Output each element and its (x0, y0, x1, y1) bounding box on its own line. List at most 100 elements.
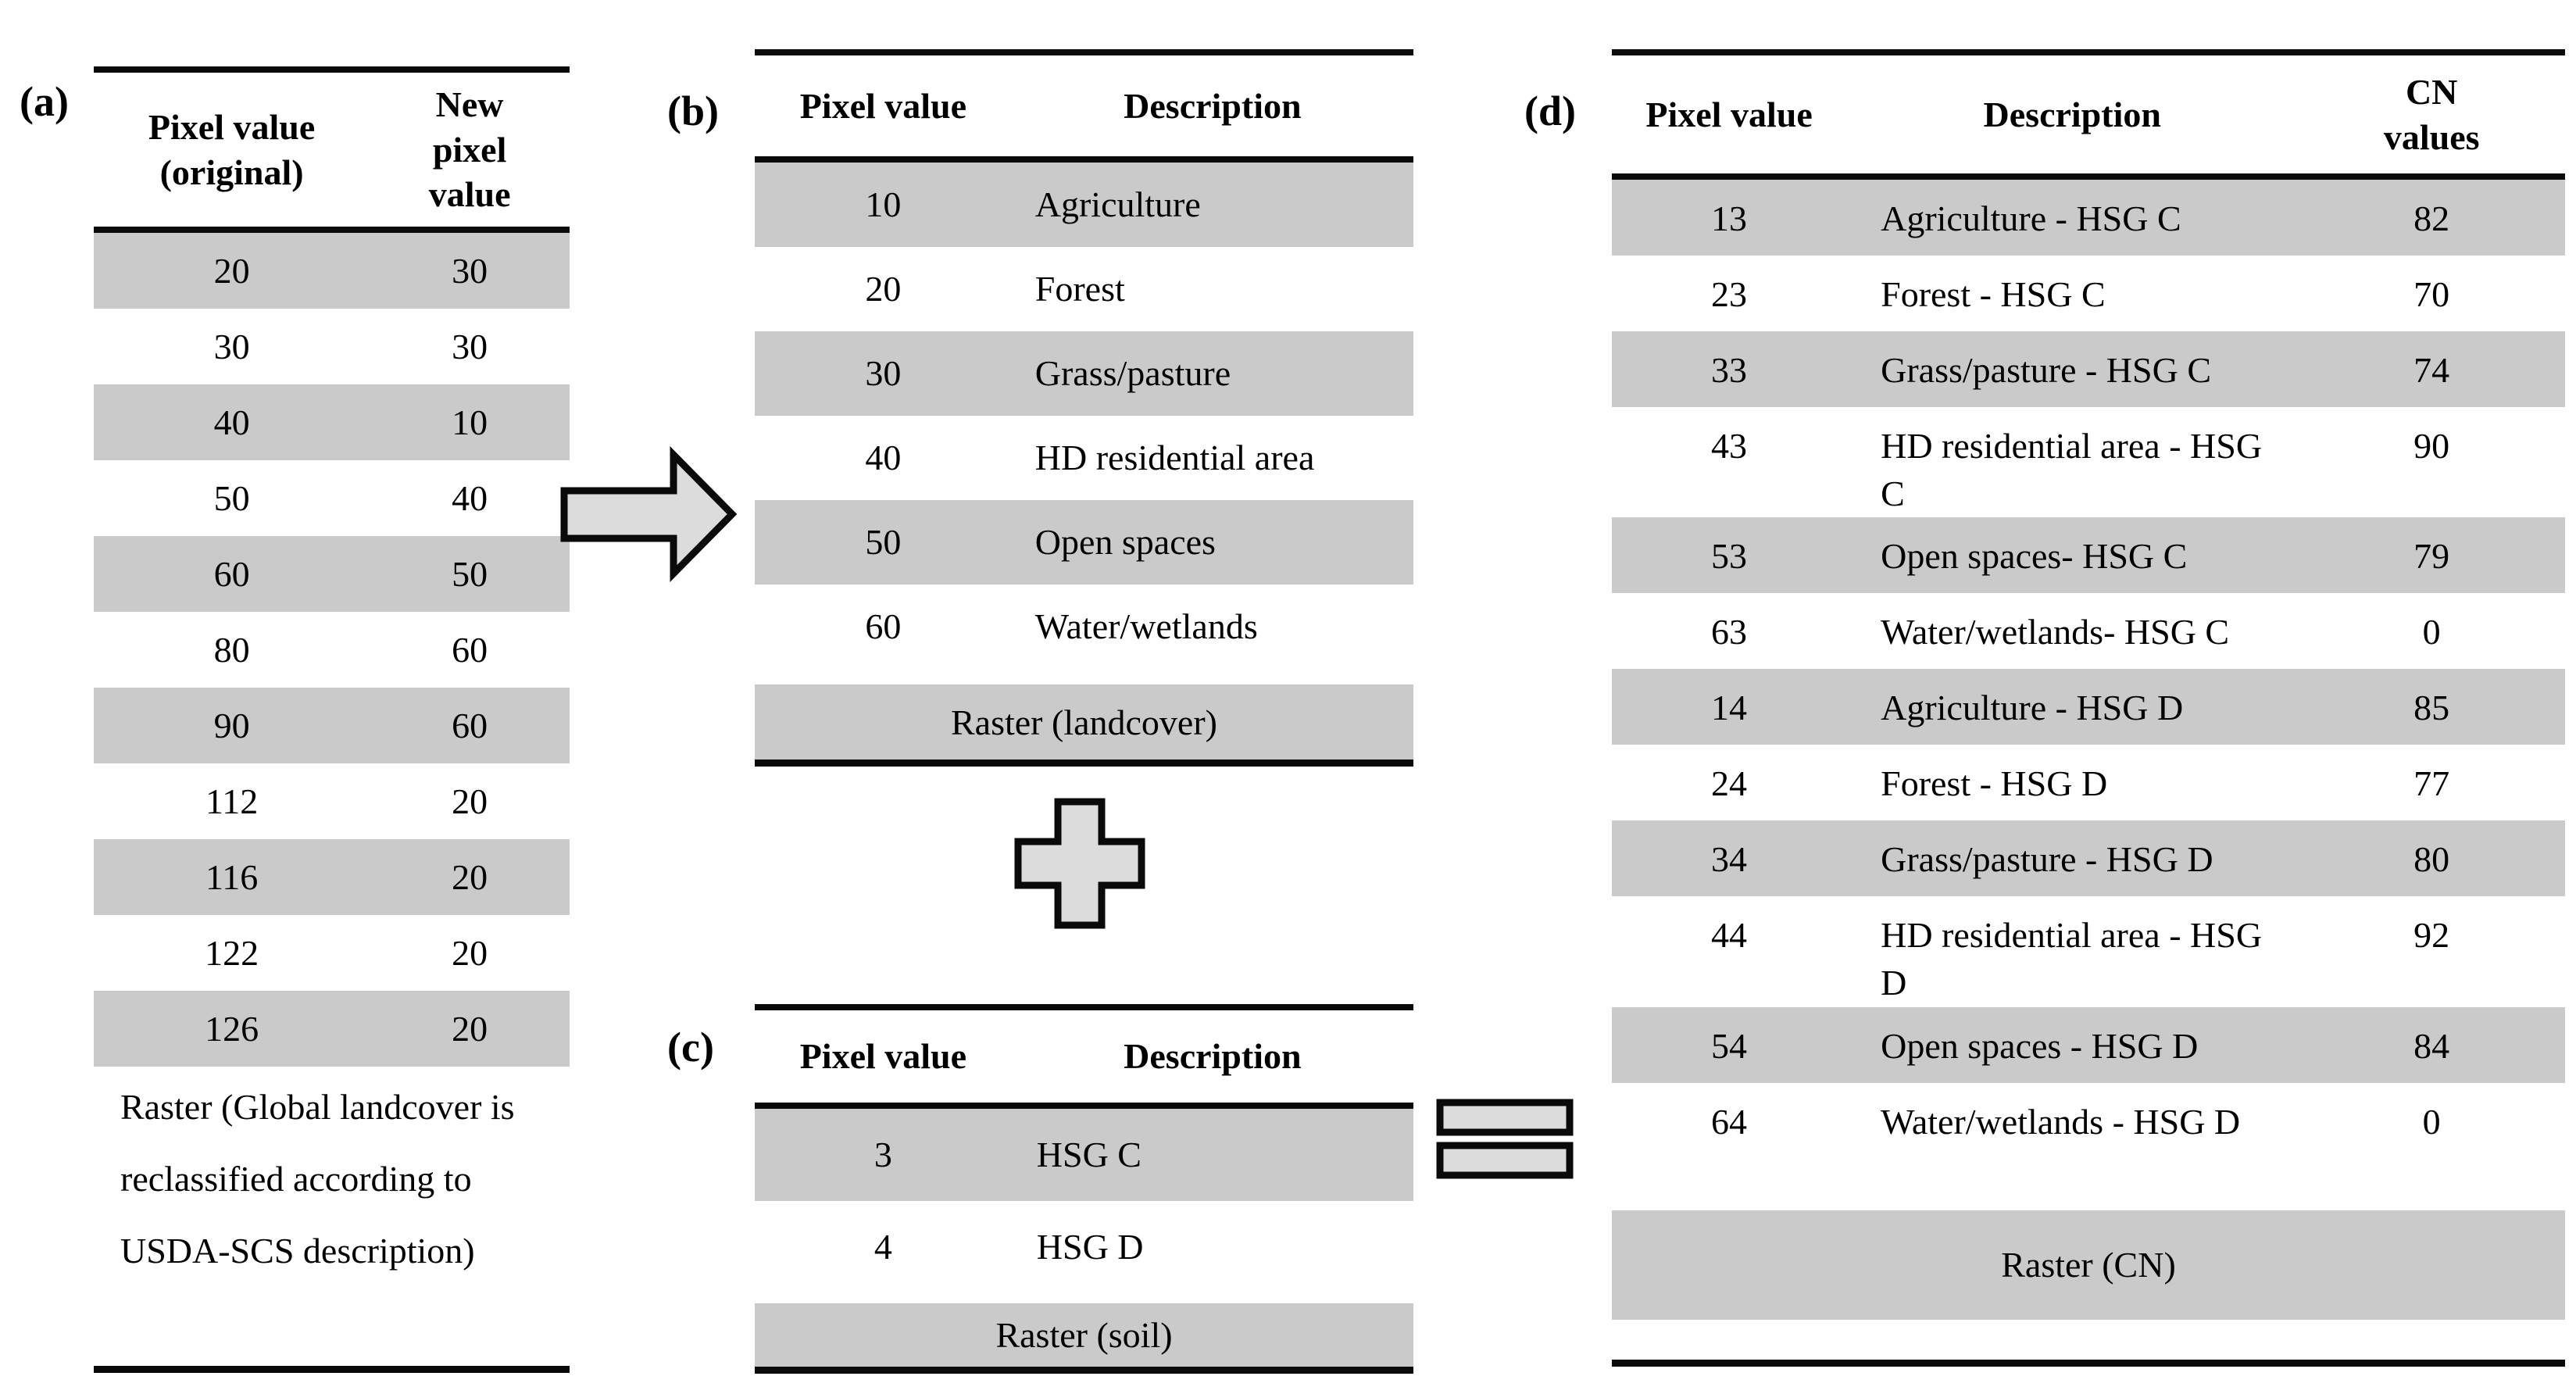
table-cell: 20 (452, 1008, 488, 1049)
column-header-pixel-value: Pixel value (1645, 94, 1813, 134)
table-cell: 79 (2413, 536, 2450, 577)
equals-icon (1436, 1099, 1574, 1184)
column-header-cn-values: CN values (2383, 72, 2480, 157)
table-cell: 30 (452, 326, 488, 366)
panel-d-label: (d) (1524, 88, 1576, 134)
table-cell: HD residential area - HSG D (1881, 915, 2263, 1003)
table-cell: 20 (865, 269, 902, 309)
table-cell: Forest - HSG D (1881, 763, 2108, 804)
table-cell: 44 (1711, 915, 1748, 956)
table-a-frame: Pixel value (original) New pixel value 2… (94, 66, 570, 1373)
table-cell: 53 (1711, 536, 1748, 577)
table-cell: 0 (2422, 612, 2441, 652)
table-cell: 34 (1711, 839, 1748, 880)
table-cell: Grass/pasture (1034, 353, 1231, 394)
table-row: 44 HD residential area - HSG D 92 (1612, 896, 2565, 1006)
table-row: 53 Open spaces- HSG C 79 (1612, 517, 2565, 594)
arrow-right-icon (558, 445, 739, 588)
column-header-pixel-value-original: Pixel value (original) (148, 107, 316, 192)
table-cell: Grass/pasture - HSG D (1881, 839, 2213, 880)
table-cell: 84 (2413, 1025, 2450, 1066)
table-cell: 40 (213, 402, 250, 442)
table-row: 54 Open spaces - HSG D 84 (1612, 1006, 2565, 1083)
table-cell: HD residential area - HSG C (1881, 426, 2263, 513)
table-cell: 10 (865, 184, 902, 225)
table-a-header: Pixel value (original) New pixel value (94, 73, 570, 233)
table-row: 30 30 (94, 309, 570, 384)
table-cell: 20 (213, 250, 250, 291)
table-cell: 82 (2413, 198, 2450, 238)
table-c-footer: Raster (soil) (755, 1303, 1413, 1367)
table-cell: 112 (205, 781, 259, 821)
table-cell: HD residential area (1034, 438, 1315, 478)
table-cell: 60 (452, 629, 488, 670)
column-header-new-pixel-value: New pixel value (428, 84, 511, 215)
table-cell: Agriculture - HSG D (1881, 688, 2184, 728)
table-row: 60 50 (94, 536, 570, 612)
table-cell: Water/wetlands (1034, 606, 1258, 647)
table-cell: 40 (865, 438, 902, 478)
table-cell: 20 (452, 856, 488, 897)
table-row: 112 20 (94, 763, 570, 839)
table-cell: 54 (1711, 1025, 1748, 1066)
table-row: 63 Water/wetlands- HSG C 0 (1612, 593, 2565, 669)
table-row: 40 10 (94, 384, 570, 460)
table-a: (a) Pixel value (original) New pixel val… (20, 66, 570, 1373)
table-cell: 30 (213, 326, 250, 366)
table-cell: 20 (452, 781, 488, 821)
table-cell: 23 (1711, 274, 1748, 314)
table-row: 40 HD residential area (755, 416, 1413, 500)
table-c-header: Pixel value Description (755, 1010, 1413, 1109)
table-cell: 63 (1711, 612, 1748, 652)
table-cell: 10 (452, 402, 488, 442)
table-cell: Water/wetlands- HSG C (1881, 612, 2230, 652)
table-b-gap (755, 669, 1413, 684)
table-cell: 50 (213, 477, 250, 518)
table-cell: Open spaces- HSG C (1881, 536, 2188, 577)
table-cell: 64 (1711, 1101, 1748, 1142)
panel-c-label: (c) (667, 1024, 714, 1071)
table-cell: 116 (205, 856, 259, 897)
table-row: 80 60 (94, 612, 570, 688)
table-b-rows: 10 Agriculture 20 Forest 30 Grass/pasture 40 HD… (755, 163, 1413, 669)
table-cell: 60 (213, 553, 250, 594)
table-row: 116 20 (94, 839, 570, 915)
table-cell: 3 (874, 1135, 892, 1175)
table-cell: 92 (2413, 915, 2450, 956)
table-row: 34 Grass/pasture - HSG D 80 (1612, 820, 2565, 897)
table-d-header: Pixel value Description CN values (1612, 55, 2565, 180)
table-cell: Open spaces - HSG D (1881, 1025, 2199, 1066)
column-header-pixel-value: Pixel value (799, 85, 967, 126)
table-cell: 80 (2413, 839, 2450, 880)
table-cell: 30 (865, 353, 902, 394)
table-cell: 0 (2422, 1101, 2441, 1142)
table-cell: 77 (2413, 763, 2450, 804)
column-header-description: Description (1983, 94, 2161, 134)
panel-b-label: (b) (667, 88, 719, 134)
table-cell: 50 (452, 553, 488, 594)
table-cell: 80 (213, 629, 250, 670)
table-cell: Agriculture (1034, 184, 1201, 225)
table-cell: 33 (1711, 350, 1748, 390)
table-cell: Forest (1034, 269, 1125, 309)
table-cell: HSG D (1036, 1227, 1144, 1267)
table-a-footer: Raster (Global landcover is reclassified… (120, 1087, 515, 1271)
table-row: 30 Grass/pasture (755, 331, 1413, 416)
